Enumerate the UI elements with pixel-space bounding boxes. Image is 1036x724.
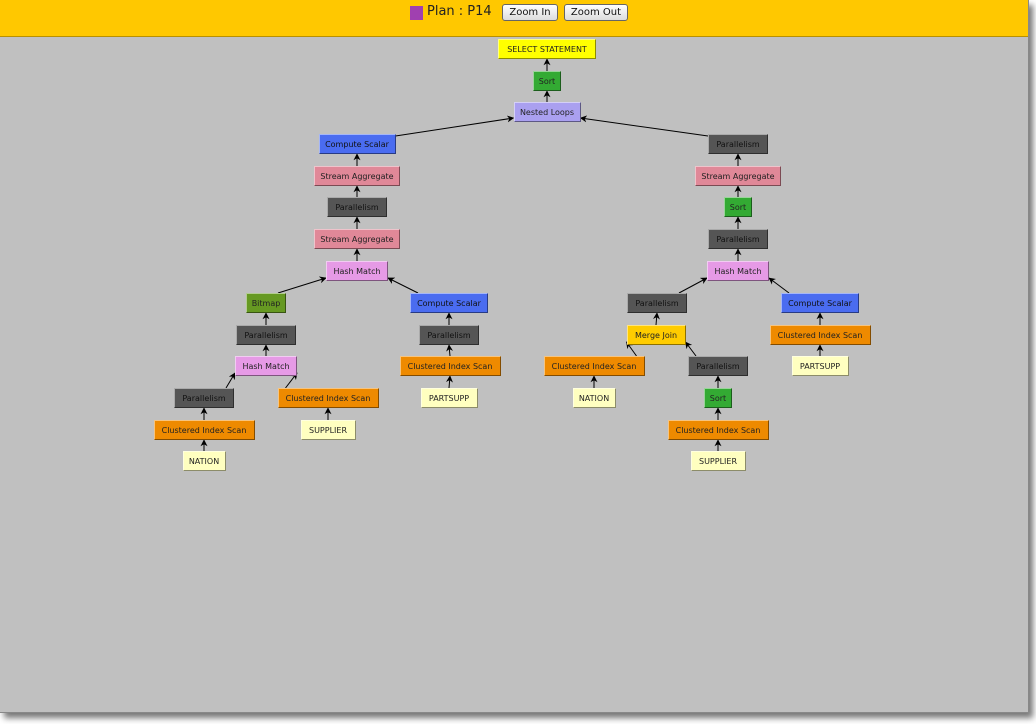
plan-node-nation[interactable]: NATION [182,451,226,471]
plan-node-select-statement[interactable]: SELECT STATEMENT [498,39,596,59]
plan-edge-arrow [446,344,454,357]
plan-node-compute-scalar[interactable]: Compute Scalar [781,293,859,313]
plan-edge-arrow [445,375,453,389]
plan-edge-arrow [387,277,419,294]
plan-node-stream-aggregate[interactable]: Stream Aggregate [314,229,400,249]
plan-edge-arrow [225,372,236,389]
plan-node-parallelism[interactable]: Parallelism [708,134,768,154]
plan-node-merge-join[interactable]: Merge Join [626,325,686,345]
plan-node-compute-scalar[interactable]: Compute Scalar [318,134,396,154]
plan-node-parallelism[interactable]: Parallelism [327,197,387,217]
plan-node-clustered-index-scan[interactable]: Clustered Index Scan [277,388,379,408]
plan-node-stream-aggregate[interactable]: Stream Aggregate [314,166,400,186]
plan-node-hash-match[interactable]: Hash Match [707,261,769,281]
plan-node-sort[interactable]: Sort [724,197,752,217]
plan-node-parallelism[interactable]: Parallelism [174,388,234,408]
plan-node-parallelism[interactable]: Parallelism [419,325,479,345]
zoom-in-button[interactable]: Zoom In [502,4,558,21]
plan-node-stream-aggregate[interactable]: Stream Aggregate [695,166,781,186]
plan-color-swatch [410,6,423,20]
plan-edge-arrow [678,277,708,294]
plan-edge-arrow [652,312,660,326]
plan-node-compute-scalar[interactable]: Compute Scalar [410,293,488,313]
plan-node-nation[interactable]: NATION [572,388,616,408]
plan-node-clustered-index-scan[interactable]: Clustered Index Scan [769,325,871,345]
plan-node-clustered-index-scan[interactable]: Clustered Index Scan [543,356,645,376]
plan-node-sort[interactable]: Sort [704,388,732,408]
plan-node-nested-loops[interactable]: Nested Loops [513,102,581,122]
plan-edge-arrow [277,276,327,294]
plan-node-partsupp[interactable]: PARTSUPP [420,388,478,408]
toolbar: Plan : P14 Zoom In Zoom Out [0,0,1028,37]
plan-node-supplier[interactable]: SUPPLIER [300,420,356,440]
plan-node-parallelism[interactable]: Parallelism [236,325,296,345]
plan-node-clustered-index-scan[interactable]: Clustered Index Scan [667,420,769,440]
plan-node-partsupp[interactable]: PARTSUPP [791,356,849,376]
plan-node-parallelism[interactable]: Parallelism [708,229,768,249]
plan-edge-arrow [768,277,790,294]
plan-edge-arrow [685,341,697,357]
plan-graph-edges [200,58,824,451]
zoom-out-button[interactable]: Zoom Out [564,4,628,21]
plan-title: Plan : P14 [427,4,492,19]
plan-node-clustered-index-scan[interactable]: Clustered Index Scan [399,356,501,376]
plan-edge-arrow [395,115,515,137]
plan-viewer-window: Plan : P14 Zoom In Zoom Out SELECT STATE… [0,0,1029,713]
plan-node-parallelism[interactable]: Parallelism [627,293,687,313]
plan-node-clustered-index-scan[interactable]: Clustered Index Scan [153,420,255,440]
plan-node-hash-match[interactable]: Hash Match [235,356,297,376]
plan-node-parallelism[interactable]: Parallelism [688,356,748,376]
plan-node-supplier[interactable]: SUPPLIER [690,451,746,471]
plan-edge-arrow [579,115,709,137]
plan-node-hash-match[interactable]: Hash Match [326,261,388,281]
plan-node-bitmap[interactable]: Bitmap [246,293,286,313]
plan-node-sort[interactable]: Sort [533,71,561,91]
